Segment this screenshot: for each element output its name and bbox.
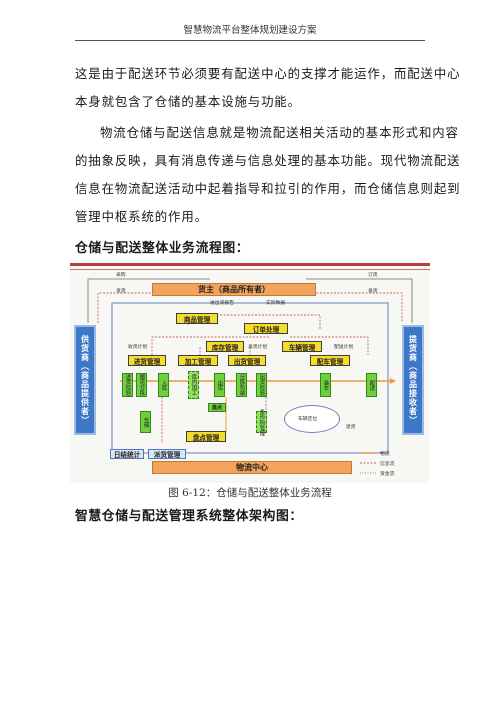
logistics-center-bar: 物流中心 (152, 461, 352, 474)
business-flow-diagram: 货主（商品所有者） 采购 订货 发货 发货 进出货报告 实际数据 供货商（商品提… (70, 263, 430, 483)
header-rule (75, 40, 425, 41)
step-deliver: 配送 (366, 373, 377, 397)
inbound-mgmt-box: 进货管理 (128, 355, 166, 366)
owner-bar: 货主（商品所有者） (152, 283, 316, 296)
stock-mgmt-box: 库存管理 (206, 341, 244, 352)
diagram-top-border (70, 263, 430, 266)
step-process: 库内加工 (188, 371, 199, 399)
header-title: 智慧物流平台整体规划建设方案 (183, 25, 317, 36)
outbound-mgmt-box: 出货管理 (228, 355, 266, 366)
step-outbound: 出库 (214, 373, 225, 397)
label-order: 订货 (368, 273, 378, 278)
goods-mgmt-box: 商品管理 (176, 313, 218, 324)
bar-code-box: 条形码管理 (256, 409, 267, 436)
vehicle-mgmt-box: 车辆管理 (282, 341, 322, 352)
paragraph-line: 这是由于配送环节必须要有配送中心的支撑才能运作，而配送中心 (75, 66, 461, 81)
label-purchase: 采购 (116, 273, 126, 278)
daily-stats-box: 日结统计 (110, 449, 144, 459)
paragraph-1: 这是由于配送环节必须要有配送中心的支撑才能运作，而配送中心 本身就包含了仓储的基… (75, 60, 461, 116)
legend-lines (360, 452, 376, 474)
paragraph-line: 本身就包含了仓储的基本设施与功能。 (75, 94, 301, 109)
paragraph-line: 管理中枢系统的作用。 (75, 209, 208, 224)
step-sort: 搬运分拣 (136, 373, 147, 397)
paragraph-line: 的抽象反映，具有消息传递与信息处理的基本功能。现代物流配送 (75, 153, 461, 168)
dispatch-mgmt-box: 配车管理 (310, 355, 350, 366)
legend-fund: 资金流 (380, 472, 395, 477)
order-proc-box: 订单处理 (244, 323, 288, 334)
arch-heading: 智慧仓储与配送管理系统整体架构图： (75, 509, 303, 524)
label-ship-plan: 发货计划 (248, 345, 268, 350)
process-mgmt-box: 加工管理 (178, 355, 218, 366)
count-mgmt-box: 盘点管理 (186, 431, 226, 442)
step-pack: 分拣包装 (236, 373, 247, 397)
label-receive-plan: 收货计划 (128, 345, 148, 350)
count-box: 盘点 (208, 403, 226, 412)
step-inbound: 入库 (158, 373, 169, 397)
legend-info: 信息流 (380, 462, 395, 467)
label-in-out-notice: 进出货报告 (210, 301, 234, 306)
label-delivery-top: 发货 (116, 289, 126, 294)
storage-box: 仓储 (140, 411, 151, 433)
step-load: 装车 (320, 373, 331, 397)
figure-caption: 图 6-12：仓储与配送整体业务流程 (168, 487, 332, 499)
paragraph-line: 信息在物流配送活动中起着指导和拉引的作用，而仓储信息则起到 (75, 181, 461, 196)
paragraph-line: 物流仓储与配送信息就是物流配送相关活动的基本形式和内容 (100, 125, 459, 140)
label-positioning: 车辆定位 (298, 417, 318, 422)
paragraph-2: 物流仓储与配送信息就是物流配送相关活动的基本形式和内容 的抽象反映，具有消息传递… (75, 119, 461, 231)
label-inventory-report: 实际数据 (266, 301, 286, 306)
step-inspect: 进货检验 (122, 373, 133, 397)
diagram-top-border-thin (70, 269, 430, 270)
step-check: 出货检验 (256, 373, 267, 397)
settle-mgmt-box: 派货管理 (148, 449, 186, 459)
flow-heading: 仓储与配送整体业务流程图： (75, 241, 250, 256)
label-ship: 发货 (368, 289, 378, 294)
label-return: 退货 (346, 425, 356, 430)
legend-physical: 物流 (380, 452, 390, 457)
positioning-cloud (284, 405, 340, 433)
label-dispatch-plan: 配送计划 (334, 345, 354, 350)
receiver-box: 提货商（商品接收者） (402, 325, 424, 435)
supplier-box: 供货商（商品提供者） (74, 325, 96, 435)
